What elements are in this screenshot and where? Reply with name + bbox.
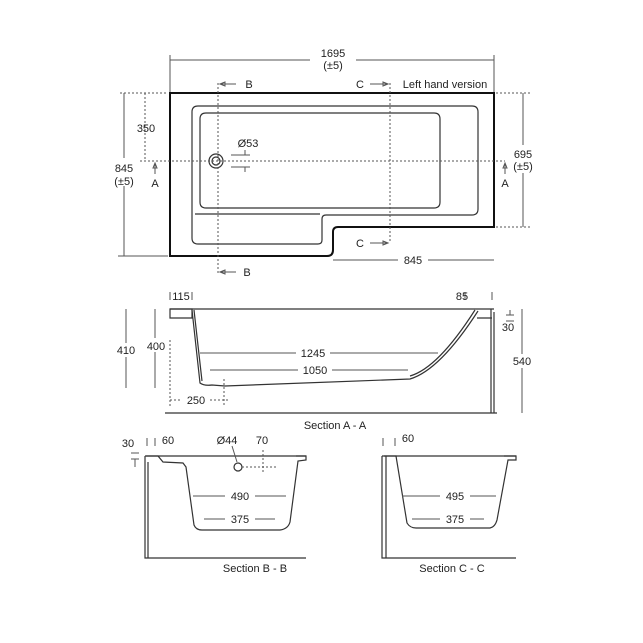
section-c-frame <box>381 455 516 559</box>
rim-dim-ticks <box>382 438 396 446</box>
section-a-caption: Section A - A <box>304 420 367 432</box>
rim-width-label: 60 <box>402 433 414 445</box>
rim-inner-outline <box>191 105 479 245</box>
section-b-marker-bottom: B <box>243 267 250 279</box>
section-c-caption: Section C - C <box>419 563 484 575</box>
overall-length-tol: (±5) <box>323 60 342 72</box>
panel <box>477 309 495 413</box>
depth-label: 400 <box>147 341 165 353</box>
height-410-label: 410 <box>117 345 135 357</box>
label-bg <box>310 46 356 70</box>
section-c-basin <box>384 455 517 529</box>
top-width-label: 495 <box>446 491 464 503</box>
section-c-marker-bottom: C <box>356 238 364 250</box>
label-bg <box>108 158 140 186</box>
waste-dim-ticks <box>231 150 250 172</box>
overall-length-label: 1695 <box>321 48 345 60</box>
section-b-marker-top: B <box>245 79 252 91</box>
label-bg <box>508 354 538 368</box>
section-c-view: 60 495 375 Section C - C <box>381 433 517 575</box>
bath-outline <box>169 92 495 257</box>
waste-dim-line <box>242 450 276 474</box>
narrow-width-tol: (±5) <box>513 161 532 173</box>
rim-dim-ticks <box>131 438 238 467</box>
label-bg <box>225 489 255 503</box>
label-bg <box>112 343 140 357</box>
section-b-view: 30 60 Ø44 70 490 375 Section B - B <box>122 435 307 575</box>
bottom-length-label: 1050 <box>303 365 327 377</box>
drain-offset-label: 350 <box>137 123 155 135</box>
waste-diameter-label: Ø44 <box>217 435 238 447</box>
overall-height-label: 540 <box>513 356 531 368</box>
left-rim <box>169 308 193 319</box>
waste-icon <box>233 462 243 472</box>
section-c-marker-top: C <box>356 79 364 91</box>
narrow-width-label: 695 <box>514 149 532 161</box>
label-bg <box>182 393 210 407</box>
label-bg <box>225 512 255 526</box>
rim-thickness-label: 30 <box>122 438 134 450</box>
overall-width-label: 845 <box>115 163 133 175</box>
arrow-c-icon <box>370 81 390 246</box>
basin-outline <box>199 112 441 209</box>
section-b-caption: Section B - B <box>223 563 287 575</box>
section-a-view: 115 85 30 410 400 1245 1050 250 540 Sect… <box>112 291 538 432</box>
basin-profile <box>191 309 479 387</box>
version-label: Left hand version <box>403 79 487 91</box>
section-a-marker-left: A <box>151 178 159 190</box>
waste-offset-label: 250 <box>187 395 205 407</box>
waste-offset-label: 70 <box>256 435 268 447</box>
label-bg <box>508 145 540 173</box>
overall-width-tol: (±5) <box>114 176 133 188</box>
top-length-label: 1245 <box>301 348 325 360</box>
basin-profile-inner <box>193 309 476 382</box>
bottom-width-label: 375 <box>446 514 464 526</box>
rim-dim-ticks <box>169 292 514 322</box>
rim-thickness-label: 30 <box>502 322 514 334</box>
label-bg <box>296 346 330 360</box>
section-b-frame <box>144 455 306 559</box>
narrow-length-label: 845 <box>404 255 422 267</box>
plan-view: 1695 (±5) B B C C Left hand version 350 … <box>108 46 540 279</box>
rim-left-label: 115 <box>172 291 190 303</box>
section-a-marker-right: A <box>501 178 509 190</box>
label-bg <box>398 252 428 266</box>
arrow-a-icon <box>152 161 508 174</box>
waste-diameter-label: Ø53 <box>238 138 259 150</box>
rim-right-label: 85 <box>456 291 468 303</box>
top-width-label: 490 <box>231 491 249 503</box>
rim-width-label: 60 <box>162 435 174 447</box>
bottom-width-label: 375 <box>231 514 249 526</box>
arrow-b-icon <box>218 81 236 275</box>
label-bg <box>440 489 470 503</box>
label-bg <box>440 512 470 526</box>
label-bg <box>142 338 170 352</box>
section-b-basin <box>146 455 307 531</box>
label-bg <box>298 363 332 377</box>
